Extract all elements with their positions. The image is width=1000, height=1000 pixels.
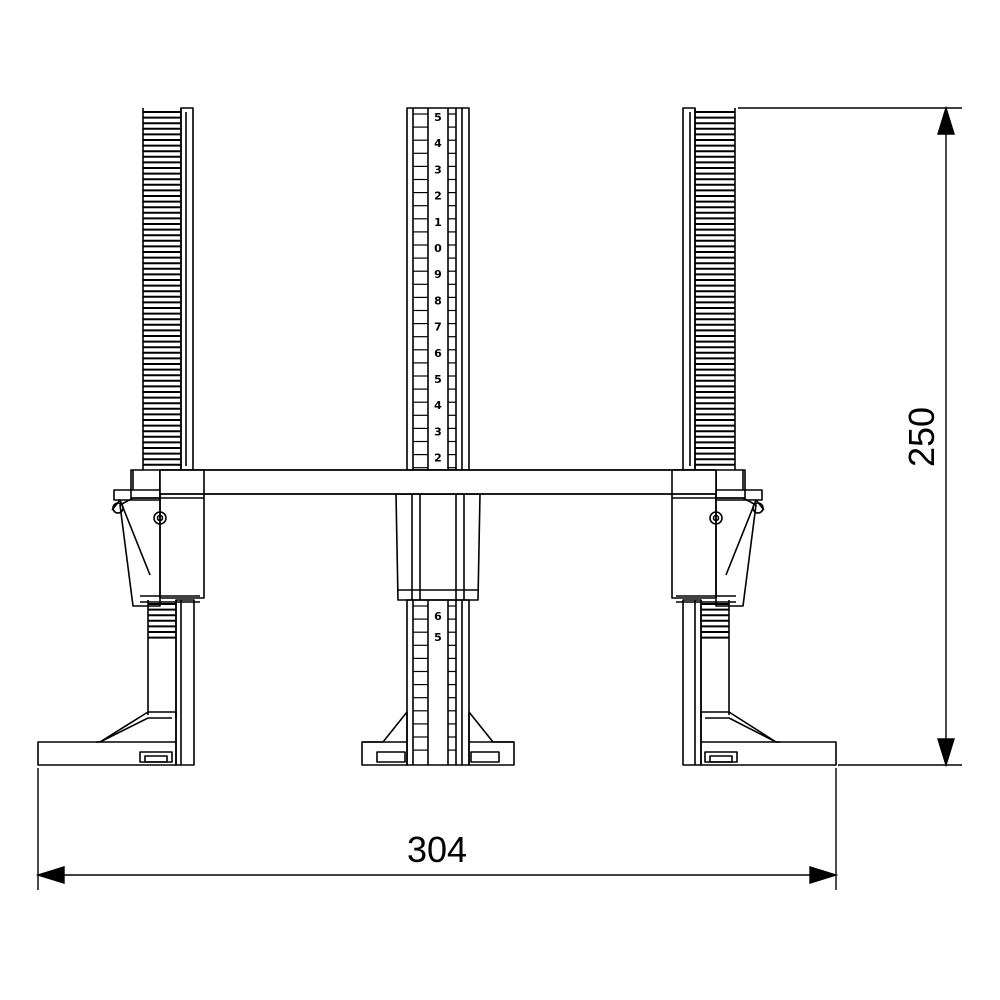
- scale-numeral: 2: [434, 190, 442, 203]
- right-leg-ribs: [695, 111, 735, 466]
- right-leg-lower-ribs: [701, 603, 729, 639]
- scale-numeral: 3: [434, 425, 442, 438]
- scale-numeral: 5: [434, 373, 442, 386]
- scale-numeral: 3: [434, 163, 442, 176]
- dimension-height: [738, 105, 962, 768]
- dimension-height-label: 250: [901, 407, 942, 467]
- scale-numeral: 7: [434, 321, 442, 334]
- scale-numeral: 6: [434, 610, 442, 623]
- scale-numeral: 5: [434, 631, 442, 644]
- scale-numeral: 5: [434, 111, 442, 124]
- dimension-width-label: 304: [407, 829, 467, 870]
- scale-numeral: 8: [434, 294, 442, 307]
- scale-numeral: 4: [434, 399, 442, 412]
- right-leg: [671, 107, 837, 766]
- scale-numeral: 1: [434, 216, 442, 229]
- scale-numeral: 6: [434, 347, 442, 360]
- dimension-width: [35, 768, 839, 890]
- scale-numeral: 2: [434, 452, 442, 465]
- scale-numeral: 9: [434, 268, 442, 281]
- center-scale-ticks: [413, 113, 456, 469]
- scale-numeral: 0: [434, 242, 442, 255]
- center-scale-lower: 65: [434, 610, 442, 644]
- center-scale-lower-ticks: [413, 605, 456, 751]
- left-leg-lower-ribs: [148, 603, 176, 639]
- crossbar: [159, 469, 717, 495]
- left-leg-ribs: [143, 111, 181, 466]
- scale-numeral: 4: [434, 137, 442, 150]
